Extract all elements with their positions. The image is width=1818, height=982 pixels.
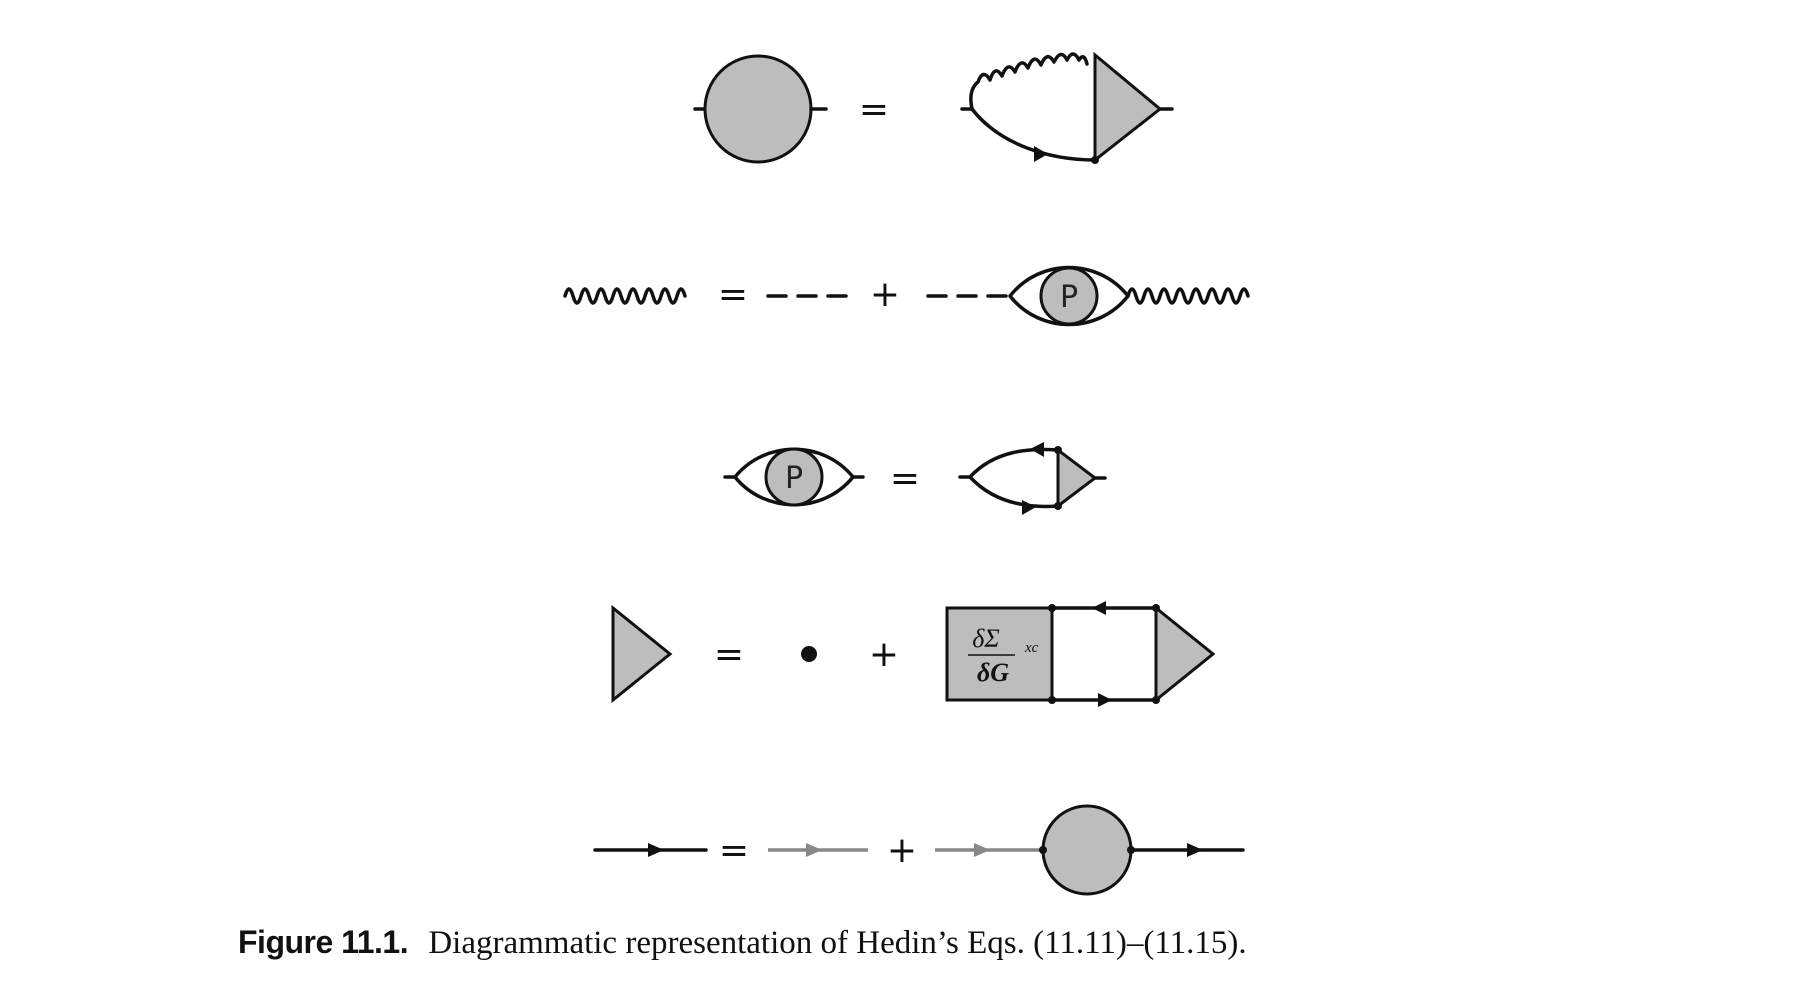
equals-sign-5: =	[719, 830, 749, 871]
kernel-box	[945, 606, 1054, 702]
row-greens-function: = +	[593, 804, 1245, 896]
kernel-numerator: δΣ	[972, 624, 1000, 653]
vertex-triangle-rhs	[1154, 604, 1216, 704]
vertex-triangle-lhs	[611, 604, 673, 704]
self-energy-blob-dyson	[1041, 804, 1133, 896]
polarization-p-circle-2	[764, 447, 824, 507]
plus-sign-3: +	[887, 830, 917, 871]
equals-sign-3: =	[890, 458, 920, 499]
plus-sign-2: +	[869, 634, 899, 675]
sigma-green-line	[970, 107, 1097, 162]
kernel-dot-tr	[1152, 604, 1160, 612]
full-g-arrow-lhs	[648, 843, 664, 857]
gg-lower-line	[968, 475, 1060, 509]
gg-vertex-dot-top	[1054, 446, 1062, 454]
kernel-bottom-arrow	[1098, 693, 1112, 707]
plus-sign-1: +	[870, 274, 900, 315]
equals-sign-1: =	[859, 89, 889, 130]
gg-vertex-dot-bottom	[1054, 502, 1062, 510]
w-wavy-line-left	[563, 287, 687, 305]
figure-caption-label: Figure 11.1.	[238, 924, 409, 960]
w-wavy-line-right	[1126, 287, 1250, 305]
gg-vertex-triangle	[1056, 446, 1098, 510]
figure-caption-text: Diagrammatic representation of Hedin’s E…	[428, 925, 1247, 961]
kernel-top-arrow	[1092, 601, 1106, 615]
full-g-arrow-rhs	[1187, 843, 1203, 857]
polarization-p-label-1: P	[1060, 280, 1078, 315]
kernel-dot-tl	[1048, 604, 1056, 612]
sigma-green-arrow	[1034, 146, 1048, 162]
row-polarizability: P =	[723, 442, 1107, 515]
gg-upper-line	[968, 447, 1060, 479]
polarization-p-circle-1	[1039, 266, 1099, 326]
sigma-wavy-line	[969, 52, 1089, 111]
equals-sign-4: =	[714, 634, 744, 675]
row-screened-interaction: = + P	[563, 265, 1250, 327]
equals-sign-2: =	[718, 274, 748, 315]
bare-g-arrow-2	[974, 843, 990, 857]
self-energy-blob	[703, 54, 813, 164]
polarization-p-label-2: P	[785, 461, 803, 496]
gg-upper-arrow	[1030, 442, 1044, 457]
dyson-dot-left	[1039, 846, 1047, 854]
row-vertex: = + δΣ xc δG	[611, 601, 1216, 707]
figure-caption: Figure 11.1. Diagrammatic representation…	[238, 924, 1247, 962]
kernel-denominator: δG	[977, 658, 1009, 687]
kernel-subscript: xc	[1024, 640, 1039, 656]
sigma-vertex-triangle	[1093, 51, 1163, 164]
bare-g-arrow-1	[806, 843, 822, 857]
gg-lower-arrow	[1022, 500, 1036, 515]
sigma-vertex-dot	[1091, 156, 1099, 164]
row-self-energy: =	[693, 51, 1174, 164]
kernel-dot-br	[1152, 696, 1160, 704]
kernel-dot-bl	[1048, 696, 1056, 704]
bare-vertex-dot	[801, 646, 817, 662]
